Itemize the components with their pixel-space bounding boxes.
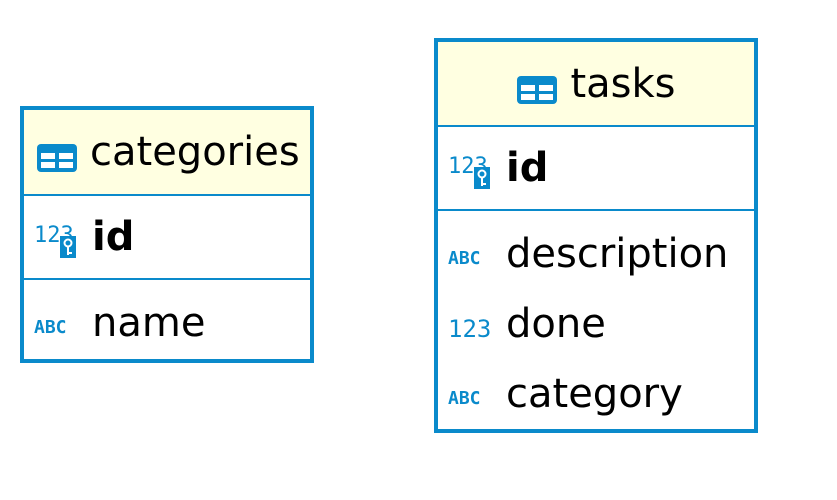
table-icon	[36, 137, 78, 172]
entity-categories[interactable]: categories 123 id ABC name	[20, 106, 314, 363]
column-row[interactable]: 123 id	[34, 195, 134, 279]
column-name: id	[92, 214, 135, 260]
primary-key-section: 123 id	[438, 127, 754, 211]
column-row[interactable]: ABC name	[34, 288, 310, 358]
column-row[interactable]: ABC category	[448, 359, 754, 429]
entity-tasks[interactable]: tasks 123 id ABC description	[434, 38, 758, 433]
entity-title: categories	[90, 129, 300, 175]
primary-key-section: 123 id	[24, 196, 310, 280]
column-name: name	[92, 300, 206, 346]
column-name: done	[506, 301, 606, 347]
attributes-section: ABC description 123 done ABC category	[438, 211, 754, 429]
column-row[interactable]: 123 done	[448, 289, 754, 359]
attributes-section: ABC name	[24, 280, 310, 358]
column-row[interactable]: ABC description	[448, 219, 754, 289]
entity-header: categories	[24, 110, 310, 196]
text-type-icon: ABC	[448, 237, 498, 271]
column-row[interactable]: 123 id	[448, 126, 548, 210]
svg-text:ABC: ABC	[448, 248, 481, 269]
svg-text:123: 123	[448, 315, 491, 343]
numeric-key-icon: 123	[448, 151, 498, 189]
entity-header: tasks	[438, 42, 754, 127]
column-name: id	[506, 145, 549, 191]
numeric-key-icon: 123	[34, 220, 84, 258]
entity-title: tasks	[570, 60, 676, 107]
column-name: description	[506, 231, 729, 277]
table-icon	[516, 69, 558, 104]
text-type-icon: ABC	[34, 306, 84, 340]
numeric-type-icon: 123	[448, 307, 498, 343]
svg-text:ABC: ABC	[34, 317, 67, 338]
text-type-icon: ABC	[448, 377, 498, 411]
svg-text:ABC: ABC	[448, 388, 481, 409]
column-name: category	[506, 371, 683, 417]
